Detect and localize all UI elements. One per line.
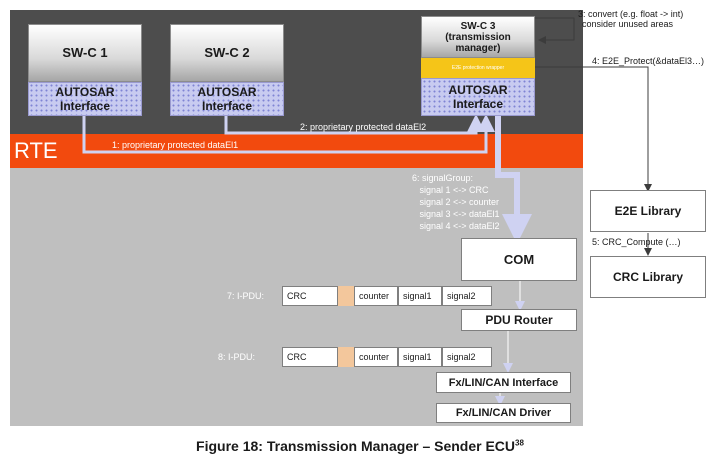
ipdu8-cell-signal1: signal1 [398,347,442,367]
swc3-box: SW-C 3 (transmission manager) [421,16,535,58]
annotation-6: 6: signalGroup: signal 1 <-> CRC signal … [412,173,500,231]
swc3-autosar-interface: AUTOSAR Interface [421,78,535,116]
swc1-box: SW-C 1 [28,24,142,82]
ipdu8-cell-crc: CRC [282,347,338,367]
swc2-iface-line1: AUTOSAR [197,85,257,99]
annotation-5: 5: CRC_Compute (…) [592,237,681,247]
swc2-autosar-interface: AUTOSAR Interface [170,82,284,116]
arrow-swc3-to-com [495,115,532,244]
ipdu7-gap [338,286,354,306]
ipdu8-label: 8: I-PDU: [218,352,256,362]
annotation-2: 2: proprietary protected dataEl2 [300,122,427,132]
e2e-library-box: E2E Library [590,190,706,232]
ipdu7-cell-signal2: signal2 [442,286,492,306]
swc3-e2e-wrapper-bar: E2E protection wrapper [421,58,535,78]
ipdu7-cell-signal1: signal1 [398,286,442,306]
swc1-iface-line2: Interface [59,99,111,113]
swc2-iface-line2: Interface [201,99,253,113]
annotation-3-line1: 3: convert (e.g. float -> int) [578,9,684,19]
ipdu8-cell-signal2: signal2 [442,347,492,367]
arrow-e2e-protect [535,66,652,192]
ipdu7-cell-counter: counter [354,286,398,306]
ipdu8-gap [338,347,354,367]
swc2-title: SW-C 2 [204,45,250,60]
swc3-title-line1: SW-C 3 [460,20,496,32]
swc3-iface-line1: AUTOSAR [448,83,508,97]
ipdu7-cell-crc: CRC [282,286,338,306]
ipdu8-cell-counter: counter [354,347,398,367]
rte-label: RTE [14,138,58,163]
swc2-box: SW-C 2 [170,24,284,82]
swc1-title: SW-C 1 [62,45,108,60]
caption-footnote: 38 [515,438,524,448]
arrow-dataEl1 [82,114,495,154]
swc3-title-line2: (transmission [445,31,511,43]
figure-caption: Figure 18: Transmission Manager – Sender… [0,438,720,454]
pdu-router-box: PDU Router [461,309,577,331]
com-box: COM [461,238,577,281]
swc3-iface-line2: Interface [452,97,504,111]
annotation-4: 4: E2E_Protect(&dataEl3…) [592,56,705,66]
arrow-convert-loop [535,17,575,44]
crc-library-box: CRC Library [590,256,706,298]
swc1-autosar-interface: AUTOSAR Interface [28,82,142,116]
arrow-dataEl2 [224,114,485,135]
caption-text: Figure 18: Transmission Manager – Sender… [196,438,516,454]
annotation-1: 1: proprietary protected dataEl1 [112,140,239,150]
swc3-title-line3: manager) [455,42,501,54]
annotation-3-line2: consider unused areas [582,19,674,29]
driver-box: Fx/LIN/CAN Driver [436,403,571,423]
ipdu7-label: 7: I-PDU: [227,291,265,301]
swc1-iface-line1: AUTOSAR [55,85,115,99]
interface-box: Fx/LIN/CAN Interface [436,372,571,393]
